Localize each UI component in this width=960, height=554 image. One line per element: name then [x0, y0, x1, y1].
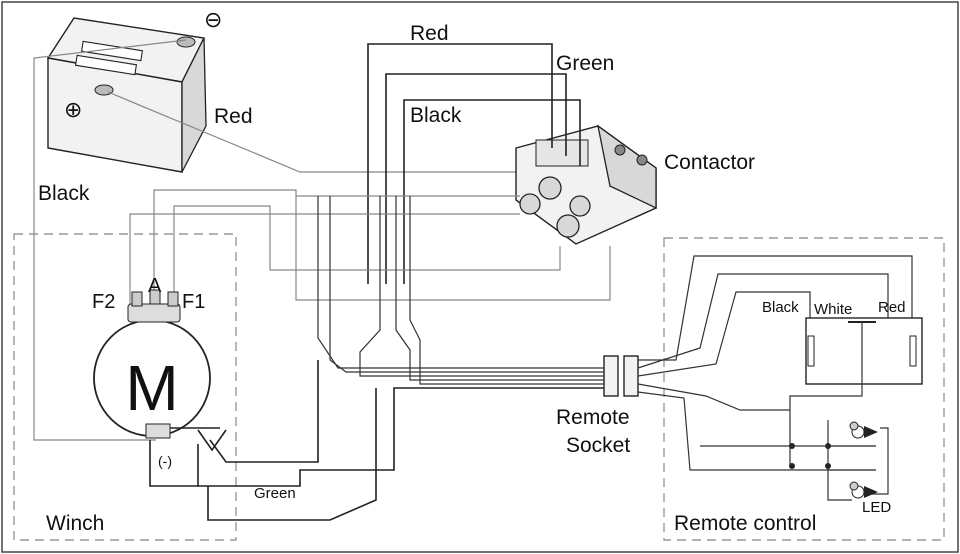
battery-positive-wire	[107, 91, 520, 173]
bundle-wire-1	[317, 196, 604, 369]
green-cable-wire	[385, 73, 567, 284]
remote-socket-label-1: Remote	[556, 406, 630, 429]
red-cable-wire	[367, 43, 553, 284]
switch-common-wire	[789, 322, 863, 410]
socket-icon	[603, 355, 639, 397]
bundle-wire-5	[409, 196, 604, 385]
motor-a-label: A	[148, 275, 162, 297]
black-return-wire	[197, 387, 604, 487]
black-cable-label: Black	[410, 104, 462, 127]
motor-icon	[93, 289, 211, 439]
f1-wire	[173, 205, 561, 300]
ground-return-wire	[207, 388, 377, 521]
red-cable-label: Red	[410, 22, 449, 45]
remote-control-label: Remote control	[674, 512, 816, 535]
ground-mark: (-)	[158, 453, 172, 469]
remote-black-label: Black	[762, 299, 799, 316]
battery-icon	[46, 17, 207, 173]
switch-contact-right	[909, 335, 917, 367]
remote-wire-3	[637, 291, 811, 377]
battery-plus-icon: ⊕	[64, 97, 82, 122]
bundle-wire-3	[359, 196, 604, 377]
motor-f2-label: F2	[92, 291, 115, 313]
bundle-wire-2	[329, 196, 604, 373]
remote-red-label: Red	[878, 299, 906, 316]
bundle-wire-4	[395, 196, 604, 381]
battery-black-label: Black	[38, 182, 90, 205]
switch-contact-left	[807, 335, 815, 367]
winch-region	[13, 233, 237, 541]
remote-wire-5	[637, 391, 828, 471]
motor-symbol: M	[125, 352, 178, 424]
switch-icon	[805, 317, 923, 385]
remote-wire-2	[637, 273, 889, 369]
battery-negative-wire	[33, 39, 187, 441]
battery-minus-icon: ⊖	[204, 7, 222, 32]
black-cable-wire	[403, 99, 581, 284]
led-label: LED	[862, 499, 891, 516]
remote-socket-label-2: Socket	[566, 434, 630, 457]
remote-white-label: White	[814, 301, 852, 318]
winch-label: Winch	[46, 512, 104, 535]
motor-f1-label: F1	[182, 291, 205, 313]
a-wire	[153, 189, 611, 301]
remote-wire-4	[637, 383, 791, 466]
green-wire-label: Green	[254, 485, 296, 502]
contactor-label: Contactor	[664, 151, 755, 174]
contactor-icon	[515, 124, 657, 245]
ground-connector-icon	[149, 427, 227, 487]
green-return-wire	[209, 360, 319, 463]
green-cable-label: Green	[556, 52, 614, 75]
remote-control-region	[663, 237, 945, 541]
led-icon	[700, 420, 889, 501]
battery-red-label: Red	[214, 105, 253, 128]
